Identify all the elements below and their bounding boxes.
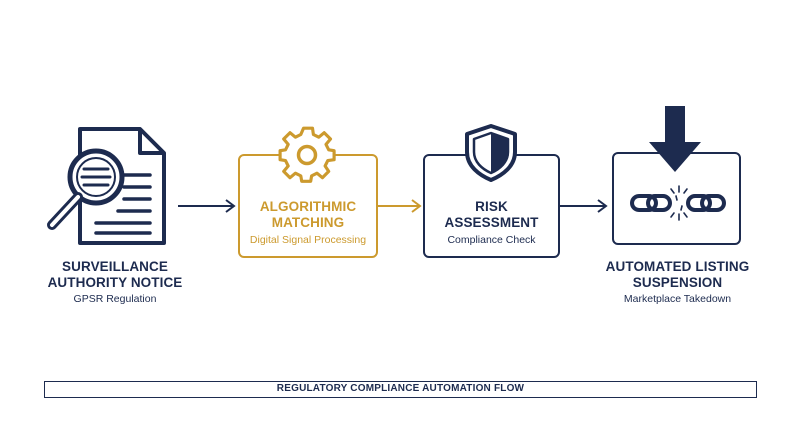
flow-footer-label: REGULATORY COMPLIANCE AUTOMATION FLOW xyxy=(44,381,757,398)
step4-subtitle: Marketplace Takedown xyxy=(623,293,732,305)
step3-subtitle: Compliance Check xyxy=(447,234,536,246)
down-arrow-icon xyxy=(649,106,701,172)
gear-icon xyxy=(278,126,336,183)
shield-icon xyxy=(465,124,517,182)
broken-chain-icon xyxy=(630,185,726,221)
flow-arrow-3 xyxy=(560,199,608,213)
step2-subtitle: Digital Signal Processing xyxy=(249,234,367,246)
magnifier-document-icon xyxy=(47,127,166,245)
flow-arrow-2 xyxy=(378,199,422,213)
step1-subtitle: GPSR Regulation xyxy=(73,293,157,305)
flow-arrow-1 xyxy=(178,199,236,213)
